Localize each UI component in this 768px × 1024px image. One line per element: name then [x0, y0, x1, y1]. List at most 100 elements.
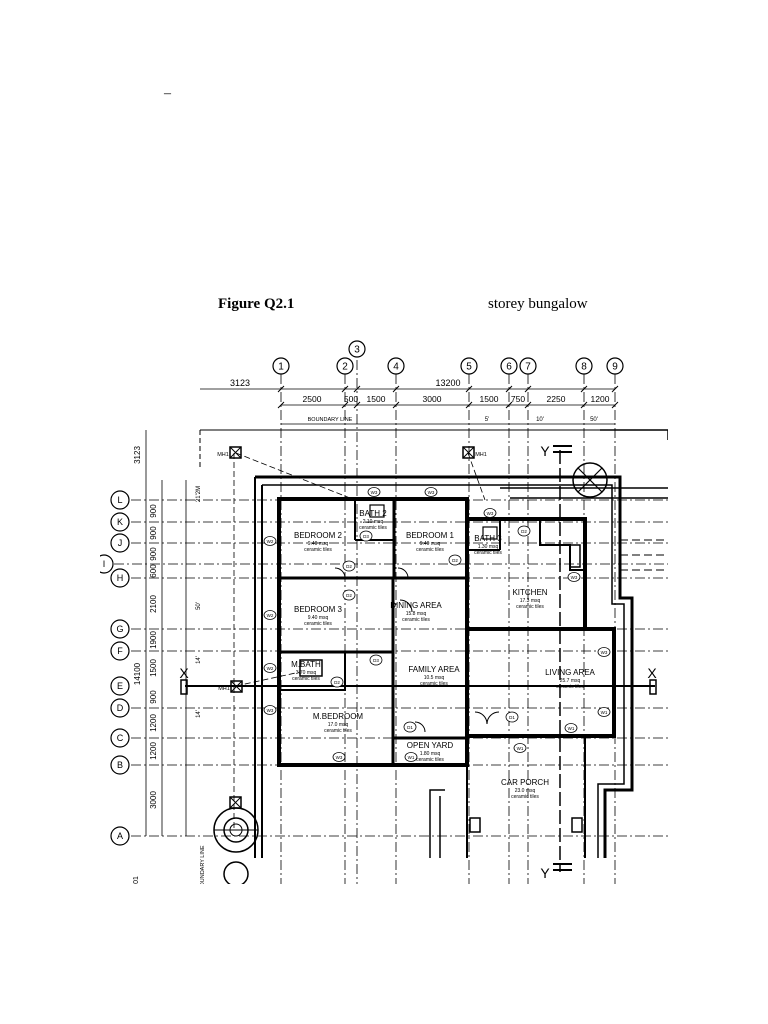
- dim-top-6: 2250: [547, 394, 566, 404]
- dim-tick-a-8: [611, 385, 619, 393]
- room-m-bath-name: M.BATH: [291, 660, 321, 669]
- room-living-area-name: LIVING AREA: [545, 668, 595, 677]
- grid-row-H-bubble: [110, 568, 130, 588]
- dim-side-2: 900: [149, 526, 158, 540]
- grid-row-C-bubble: [110, 728, 130, 748]
- dim-side-overall: 14100: [133, 662, 142, 685]
- grid-row-C-label: C: [117, 733, 124, 743]
- grid-column-6-bubble: [500, 357, 518, 375]
- grid-column-6-label: 6: [506, 362, 512, 373]
- dim-tick-b-6: [524, 401, 532, 409]
- grid-row-D-label: D: [117, 703, 124, 713]
- door-tag-3: D2: [521, 529, 527, 534]
- window-tag-9-marker: [597, 647, 611, 657]
- figure-caption-subtitle: storey bungalow: [488, 296, 588, 312]
- dim-side-5: 2100: [149, 595, 158, 613]
- grid-column-9-label: 9: [612, 362, 618, 373]
- window-tag-3: W2: [267, 613, 274, 618]
- grid-row-F-bubble: [110, 641, 130, 661]
- dim-top-2: 1500: [367, 394, 386, 404]
- window-tag-9: W3: [601, 650, 608, 655]
- door-tag-5: D1: [509, 715, 515, 720]
- room-bedroom-3-area: 9.40 msq: [308, 615, 329, 621]
- window-tag-11-marker: [564, 723, 578, 733]
- window-tag-12: W1: [408, 755, 415, 760]
- door-tag-1-marker: [342, 560, 356, 572]
- grid-row-D-bubble: [110, 698, 130, 718]
- grid-column-1-label: 1: [278, 362, 284, 373]
- dim-side-11: 3000: [149, 791, 158, 809]
- dim-bottom-cut: 01: [133, 876, 140, 884]
- room-bath-2-area: 2.10 msq: [363, 519, 384, 525]
- door-tag-8-marker: [448, 554, 462, 566]
- dim-tick-b-8: [611, 401, 619, 409]
- window-tag-4-marker: [263, 663, 277, 673]
- room-open-yard-area: 1.80 msq: [420, 751, 441, 757]
- window-tag-8-marker: [567, 572, 581, 582]
- grid-row-I-label: I: [103, 559, 106, 569]
- door-tag-8: D2: [452, 558, 458, 563]
- dim-tick-b-1: [341, 401, 349, 409]
- grid-row-L-label: L: [117, 495, 122, 505]
- room-bath-2-finish: ceramic tiles: [359, 525, 387, 531]
- window-tag-7: W3: [487, 511, 494, 516]
- room-m-bath-area: 3.70 msq: [296, 670, 317, 676]
- room-bath-2-name: BATH 2: [359, 509, 387, 518]
- window-tag-2-marker: [263, 536, 277, 546]
- room-living-area-finish: ceramic tiles: [556, 684, 584, 690]
- window-tag-13: W1: [517, 746, 524, 751]
- grid-row-F-label: F: [117, 646, 123, 656]
- grid-row-E-label: E: [117, 681, 123, 691]
- window-tag-2: W2: [267, 539, 274, 544]
- dim-tick-a-0: [277, 385, 285, 393]
- dim-imperial-2: 50': [590, 417, 598, 423]
- room-car-porch-name: CAR PORCH: [501, 778, 549, 787]
- door-tag-2: D2: [346, 593, 352, 598]
- dim-tick-a-2: [353, 385, 361, 393]
- room-car-porch-finish: ceramic tiles: [511, 794, 539, 800]
- dim-tick-a-7: [580, 385, 588, 393]
- dim-tick-a-3: [392, 385, 400, 393]
- window-tag-1-marker: [424, 487, 438, 497]
- dim-tick-a-4: [465, 385, 473, 393]
- room-car-porch-area: 23.0 msq: [515, 788, 536, 794]
- section-mark-x-right: X: [647, 665, 657, 681]
- room-kitchen-name: KITCHEN: [512, 588, 547, 597]
- door-tag-7: D2: [334, 680, 340, 685]
- room-bedroom-3-finish: ceramic tiles: [304, 621, 332, 627]
- plan-linework: [114, 360, 668, 884]
- room-bedroom-1-name: BEDROOM 1: [406, 531, 455, 540]
- room-m-bedroom-name: M.BEDROOM: [313, 712, 364, 721]
- room-m-bath-finish: ceramic tiles: [292, 676, 320, 682]
- window-tag-7-marker: [483, 508, 497, 518]
- room-bedroom-1-finish: ceramic tiles: [416, 547, 444, 553]
- dim-side-feet-0: 21'2M: [196, 486, 202, 502]
- manhole-label-0: MH1: [217, 452, 229, 458]
- door-tag-1: D2: [346, 564, 352, 569]
- section-mark-x-left: X: [179, 665, 189, 681]
- door-tag-0-marker: [359, 530, 373, 542]
- grid-row-G-label: G: [116, 624, 123, 634]
- room-bath-3-finish: ceramic tiles: [474, 550, 502, 556]
- dim-top-0: 2500: [303, 394, 322, 404]
- window-tag-13-marker: [513, 743, 527, 753]
- grid-column-5-bubble: [460, 357, 478, 375]
- room-open-yard-name: OPEN YARD: [407, 741, 454, 750]
- room-dining-area-finish: ceramic tiles: [402, 617, 430, 623]
- room-bath-3-name: BATH 3: [474, 534, 502, 543]
- window-tag-11: W1: [568, 726, 575, 731]
- grid-column-8-bubble: [575, 357, 593, 375]
- window-tag-4: W2: [267, 666, 274, 671]
- window-tag-6: W3: [336, 755, 343, 760]
- door-tag-7-marker: [330, 676, 344, 688]
- room-bath-3-area: 1.30 msq: [478, 544, 499, 550]
- door-tag-5-marker: [505, 711, 519, 723]
- window-tag-0: W3: [371, 490, 378, 495]
- dim-tick-b-7: [580, 401, 588, 409]
- door-tag-0: D3: [363, 534, 369, 539]
- dim-side-9: 1200: [149, 714, 158, 732]
- window-tag-12-marker: [404, 752, 418, 762]
- dim-side-7: 1500: [149, 659, 158, 677]
- dim-tick-b-5: [505, 401, 513, 409]
- room-bedroom-1-area: 9.40 msq: [420, 541, 441, 547]
